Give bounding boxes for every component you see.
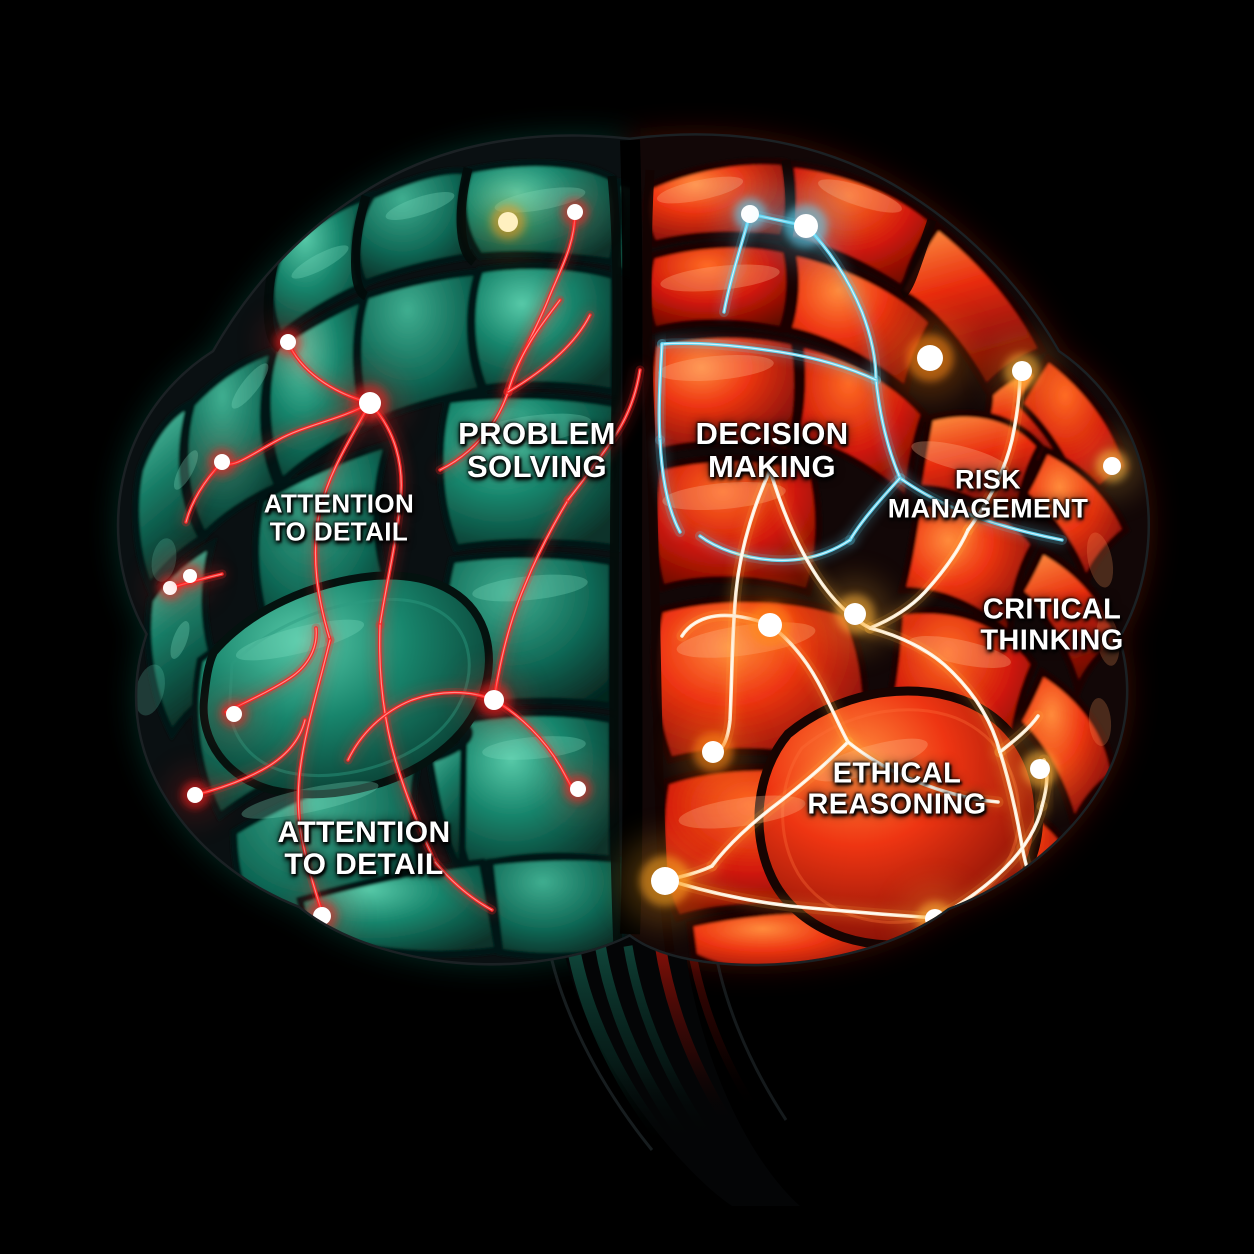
neural-path-core [379,624,436,863]
neural-path-core [699,535,851,561]
neural-node [844,603,866,625]
neural-path-core [711,741,849,867]
neural-path-core [297,639,331,913]
hemisphere-midline [620,139,643,935]
neural-path-core [439,391,509,471]
neural-path-core [847,741,999,803]
neural-path-core [899,477,1063,541]
neural-node [484,690,504,710]
neural-path-core [658,343,663,441]
neural-node [651,867,679,895]
neural-node [214,454,230,470]
neural-path-core [611,369,641,441]
neural-node [702,741,724,763]
neural-node [1030,759,1050,779]
neural-node [1012,361,1032,381]
neural-node [359,392,381,414]
neural-node [570,781,586,797]
neural-path-core [849,477,901,541]
neural-node [187,787,203,803]
neural-path-core [999,715,1039,753]
neural-path-core [493,499,569,701]
neural-path-core [434,861,493,911]
neural-node [226,706,242,722]
neural-node [567,204,583,220]
neural-path-core [567,439,613,501]
left-hemisphere [119,136,630,964]
neural-path-core [314,402,371,641]
neural-path-core [661,342,877,381]
neural-node [498,212,518,232]
neural-path-core [507,299,561,393]
neural-node [183,569,197,583]
neural-node [1103,457,1121,475]
neural-node [741,205,759,223]
neural-node [758,613,782,637]
neural-node [280,334,296,350]
neural-path-core [659,439,681,533]
neural-node [917,345,943,371]
neural-path-core [875,379,901,479]
neural-path-core [869,627,1001,753]
neural-path-core [369,402,402,626]
neural-path-core [507,314,591,393]
neural-node [794,214,818,238]
